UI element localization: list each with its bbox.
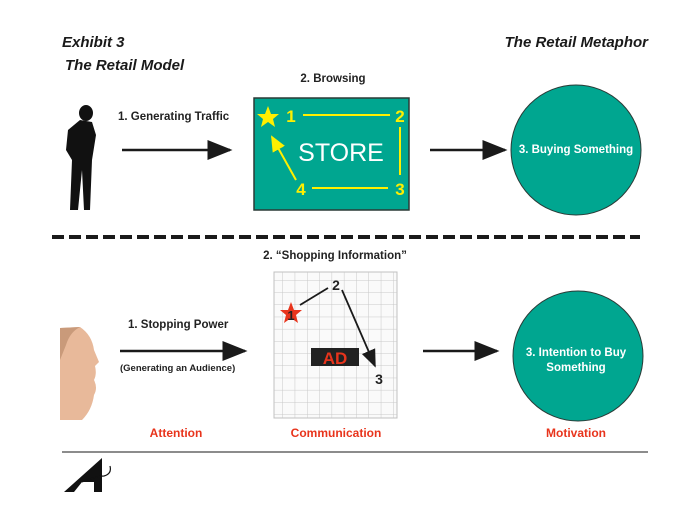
store-box: 1 2 3 4 STORE bbox=[253, 97, 410, 211]
exhibit-title: The Retail Metaphor bbox=[505, 34, 650, 51]
step-stopping-power: 1. Stopping Power bbox=[128, 319, 229, 331]
store-point-1: 1 bbox=[286, 107, 295, 126]
step-generating-traffic: 1. Generating Traffic bbox=[118, 111, 230, 123]
store-point-2: 2 bbox=[395, 107, 404, 126]
step-intention-line1: 3. Intention to Buy bbox=[526, 347, 627, 359]
buying-circle bbox=[510, 84, 642, 216]
generating-audience-note: (Generating an Audience) bbox=[120, 363, 235, 374]
label-attention: Attention bbox=[150, 426, 203, 440]
face-profile-image bbox=[60, 327, 99, 420]
star-icon bbox=[257, 106, 279, 127]
step-browsing: 2. Browsing bbox=[300, 73, 365, 85]
grid-point-1: 1 bbox=[287, 308, 294, 323]
grid-point-2: 2 bbox=[332, 277, 340, 293]
store-point-3: 3 bbox=[395, 180, 404, 199]
store-label: STORE bbox=[298, 139, 384, 167]
ad-label: AD bbox=[323, 349, 348, 368]
star-icon bbox=[280, 302, 302, 323]
step-buying-something: 3. Buying Something bbox=[519, 144, 633, 156]
ad-block bbox=[311, 348, 359, 366]
section-title: The Retail Model bbox=[65, 57, 185, 74]
step-intention-line2: Something bbox=[546, 362, 605, 374]
person-silhouette-icon bbox=[66, 105, 96, 210]
exhibit-number: Exhibit 3 bbox=[62, 34, 125, 51]
intention-circle bbox=[512, 290, 644, 422]
store-point-4: 4 bbox=[296, 180, 306, 199]
label-motivation: Motivation bbox=[546, 426, 606, 440]
company-logo-icon bbox=[64, 458, 111, 492]
step-shopping-information: 2. “Shopping Information” bbox=[263, 250, 407, 262]
grid-page: 1 2 3 AD bbox=[273, 271, 398, 419]
label-communication: Communication bbox=[291, 426, 382, 440]
grid-point-3: 3 bbox=[375, 371, 383, 387]
